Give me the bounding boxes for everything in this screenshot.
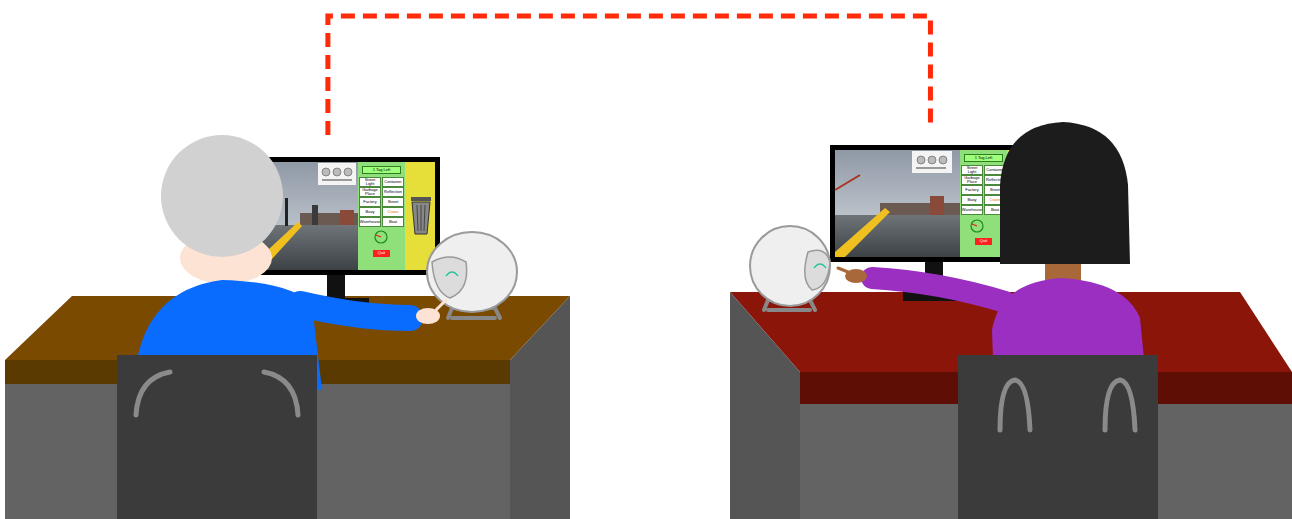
side-strip — [1007, 150, 1030, 257]
button-text: Street Light — [360, 178, 380, 186]
button-text: Quit — [378, 251, 385, 255]
label-button: Crane — [382, 207, 404, 217]
screen-photo — [255, 162, 358, 270]
label-button: Buoy — [961, 195, 983, 205]
control-panel: 1 Tag LeftStreet Light ContainerGarbage P… — [960, 150, 1007, 257]
person-right — [992, 122, 1150, 420]
button-text: Container — [986, 168, 1003, 172]
label-button: Factory — [961, 185, 983, 195]
screen-photo — [835, 150, 960, 257]
button-text: Crane — [388, 210, 399, 214]
chair — [958, 355, 1158, 519]
desk-side — [730, 292, 800, 519]
button-text: Quit — [980, 239, 987, 243]
button-text: Garbage Place — [962, 176, 982, 184]
label-button: Crane — [984, 195, 1006, 205]
status-box: 1 Tag Left — [362, 166, 401, 174]
button-text: Buoy — [365, 210, 374, 214]
arm-left — [300, 300, 446, 324]
computer-monitor: 1 Tag LeftStreet Light ContainerGarbage P… — [830, 145, 1035, 262]
button-text: Container — [384, 180, 401, 184]
button-text: Warehouse — [962, 208, 982, 212]
robot — [427, 232, 517, 318]
monitor-base — [903, 290, 967, 301]
robot — [750, 226, 830, 310]
person-left — [135, 135, 322, 390]
button-text: Buoy — [967, 198, 976, 202]
chair — [117, 355, 317, 519]
label-button: Reflection — [382, 187, 404, 197]
button-text: Street Light — [962, 166, 982, 174]
desk-edge — [800, 372, 1292, 404]
monitor-neck — [925, 260, 943, 291]
side-strip — [405, 162, 435, 270]
button-text: Street — [990, 188, 1001, 192]
quit-button: Quit — [373, 250, 390, 257]
monitor-base — [303, 298, 369, 308]
button-text: 1 Tag Left — [373, 168, 391, 172]
label-button: Warehouse — [961, 205, 983, 215]
label-button: Garbage Place — [961, 175, 983, 185]
label-button: Boat — [382, 217, 404, 227]
desk-side — [510, 296, 570, 519]
button-text: Street — [388, 200, 399, 204]
label-button: Container — [382, 177, 404, 187]
button-text: Boat — [991, 208, 999, 212]
desk-body — [5, 384, 510, 519]
desk-body — [800, 404, 1292, 519]
label-button: Boat — [984, 205, 1006, 215]
label-button: Street — [984, 185, 1006, 195]
monitor-neck — [327, 273, 345, 301]
label-button: Container — [984, 165, 1006, 175]
label-button: Buoy — [359, 207, 381, 217]
label-button: Reflection — [984, 175, 1006, 185]
button-text: Boat — [389, 220, 397, 224]
desk-top — [5, 296, 570, 360]
compass-icon — [971, 220, 983, 232]
label-button: Warehouse — [359, 217, 381, 227]
button-text: Crane — [990, 198, 1001, 202]
label-button: Street — [382, 197, 404, 207]
compass-icon — [375, 231, 387, 243]
label-button: Garbage Place — [359, 187, 381, 197]
computer-monitor: 1 Tag LeftStreet Light ContainerGarbage P… — [250, 157, 440, 275]
button-text: Reflection — [986, 178, 1004, 182]
status-box: 1 Tag Left — [964, 154, 1003, 162]
button-text: Factory — [363, 200, 376, 204]
desk-edge — [5, 360, 510, 384]
control-panel: 1 Tag LeftStreet Light ContainerGarbage P… — [358, 162, 405, 270]
arm-right — [838, 268, 1005, 302]
button-text: Reflection — [384, 190, 402, 194]
button-text: Warehouse — [360, 220, 380, 224]
button-text: Garbage Place — [360, 188, 380, 196]
label-button: Factory — [359, 197, 381, 207]
trash-can-icon — [411, 197, 431, 234]
button-text: Factory — [965, 188, 978, 192]
button-text: 1 Tag Left — [975, 156, 993, 160]
desk-top — [730, 292, 1292, 372]
network-link — [328, 16, 931, 135]
quit-button: Quit — [975, 238, 992, 245]
label-button: Street Light — [961, 165, 983, 175]
label-button: Street Light — [359, 177, 381, 187]
